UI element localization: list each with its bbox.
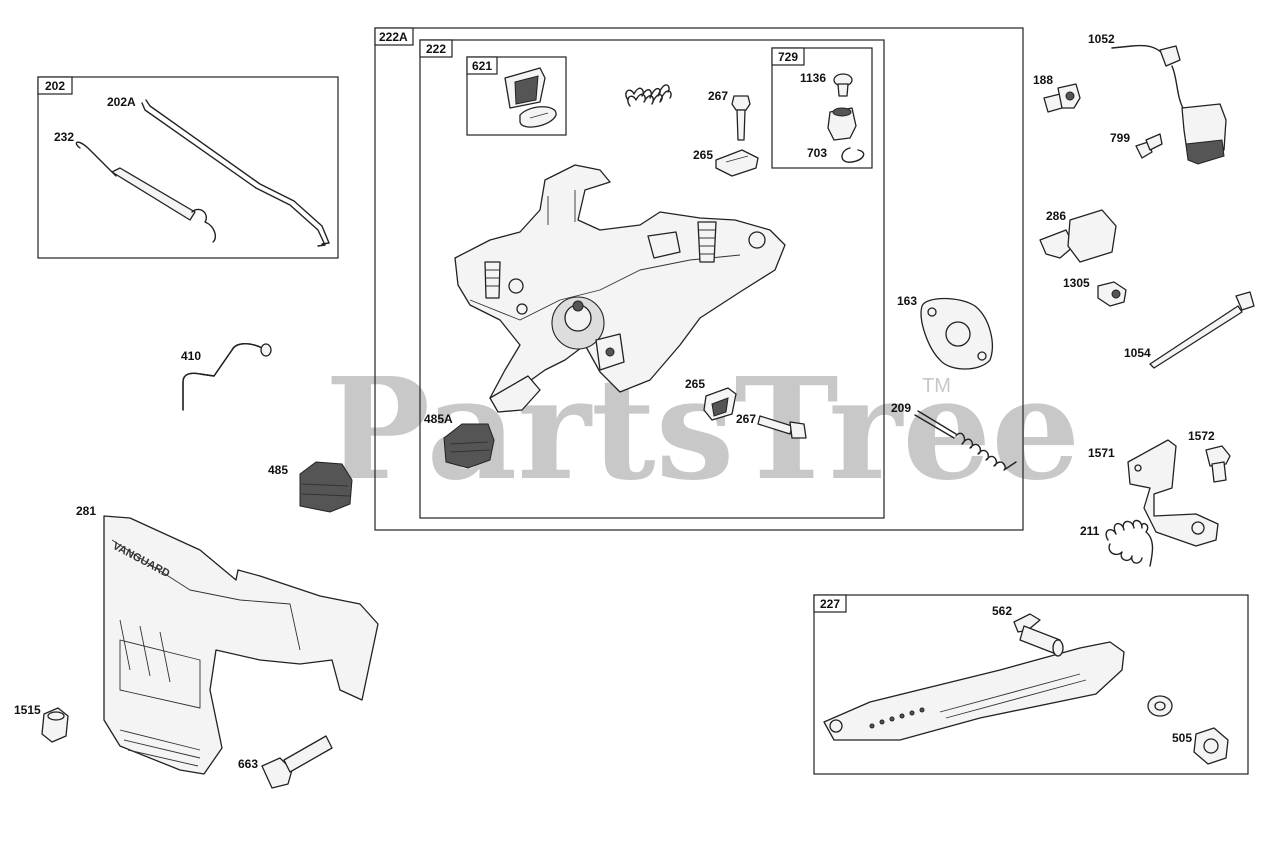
label-202A: 202A: [107, 95, 136, 109]
part-505-nut[interactable]: [1193, 727, 1229, 765]
part-209-spring[interactable]: [914, 410, 1017, 471]
part-spring-top[interactable]: [625, 84, 672, 107]
part-202A-governor-rod[interactable]: [141, 99, 330, 247]
box-202-tag: 202: [45, 79, 65, 93]
label-281: 281: [76, 504, 96, 518]
label-485A: 485A: [424, 412, 453, 426]
part-286-bracket[interactable]: [1039, 209, 1117, 263]
part-227-control-lever[interactable]: [823, 641, 1125, 741]
part-1515-nut[interactable]: [41, 707, 69, 743]
part-410-tube[interactable]: [182, 343, 272, 411]
box-227-tag: 227: [820, 597, 840, 611]
part-485A-damper[interactable]: [443, 423, 495, 469]
part-485-damper[interactable]: [299, 461, 353, 513]
part-nut-729[interactable]: [827, 107, 857, 141]
part-562-pin[interactable]: [1013, 613, 1064, 657]
label-1052: 1052: [1088, 32, 1115, 46]
label-703: 703: [807, 146, 827, 160]
label-286: 286: [1046, 209, 1066, 223]
label-1136: 1136: [800, 71, 826, 85]
part-1572-screw[interactable]: [1205, 445, 1231, 483]
label-188: 188: [1033, 73, 1053, 87]
part-621-clip[interactable]: [504, 67, 557, 128]
part-281-cover[interactable]: VANGUARD: [103, 515, 379, 775]
part-211-spring[interactable]: [1105, 519, 1154, 567]
label-267-lower: 267: [736, 412, 756, 426]
watermark-text: PartsTree: [325, 348, 1080, 512]
label-209: 209: [891, 401, 911, 415]
part-1571-bracket[interactable]: [1127, 439, 1219, 547]
part-1054-cable-tie[interactable]: [1149, 291, 1255, 369]
part-265-clip-lower[interactable]: [703, 387, 737, 421]
label-562: 562: [992, 604, 1012, 618]
label-1571: 1571: [1088, 446, 1115, 460]
label-505: 505: [1172, 731, 1192, 745]
label-265-lower: 265: [685, 377, 705, 391]
label-211: 211: [1080, 524, 1100, 538]
box-729: 729: [771, 47, 873, 169]
lever-holes: [869, 707, 925, 729]
part-163-gasket[interactable]: [920, 297, 993, 370]
part-1136-screw[interactable]: [833, 73, 853, 97]
box-202: 202: [37, 76, 339, 259]
label-1305: 1305: [1063, 276, 1090, 290]
label-265-top: 265: [693, 148, 713, 162]
label-799: 799: [1110, 131, 1130, 145]
part-703-e-clip[interactable]: [841, 147, 865, 163]
part-799-screw[interactable]: [1135, 133, 1163, 159]
part-663-bolt[interactable]: [261, 735, 333, 789]
part-232-spring-rod[interactable]: [75, 141, 217, 243]
box-227: 227: [813, 594, 1249, 775]
box-621-tag: 621: [472, 59, 492, 73]
label-163: 163: [897, 294, 917, 308]
part-1052-solenoid[interactable]: [1111, 44, 1227, 165]
box-222: 222: [419, 39, 885, 519]
label-1515: 1515: [14, 703, 41, 717]
part-labels: 202A 232 410 485 281 1515 663 267 265 11…: [14, 32, 1215, 771]
part-267-screw-lower[interactable]: [757, 415, 807, 439]
part-222-control-bracket[interactable]: [454, 164, 786, 413]
part-1305-screw[interactable]: [1097, 281, 1127, 307]
label-663: 663: [238, 757, 258, 771]
box-222A-tag: 222A: [379, 30, 408, 44]
label-267-top: 267: [708, 89, 728, 103]
part-washer[interactable]: [1147, 695, 1173, 717]
part-188-bolt[interactable]: [1043, 83, 1081, 113]
label-1054: 1054: [1124, 346, 1151, 360]
label-1572: 1572: [1188, 429, 1215, 443]
box-729-tag: 729: [778, 50, 798, 64]
box-621: 621: [466, 56, 567, 136]
part-267-screw[interactable]: [731, 95, 751, 141]
label-410: 410: [181, 349, 201, 363]
watermark-tm: TM: [922, 375, 951, 397]
box-222-tag: 222: [426, 42, 446, 56]
label-232: 232: [54, 130, 74, 144]
box-222A: 222A: [374, 27, 1024, 531]
label-485: 485: [268, 463, 288, 477]
part-265-clip[interactable]: [715, 149, 759, 177]
